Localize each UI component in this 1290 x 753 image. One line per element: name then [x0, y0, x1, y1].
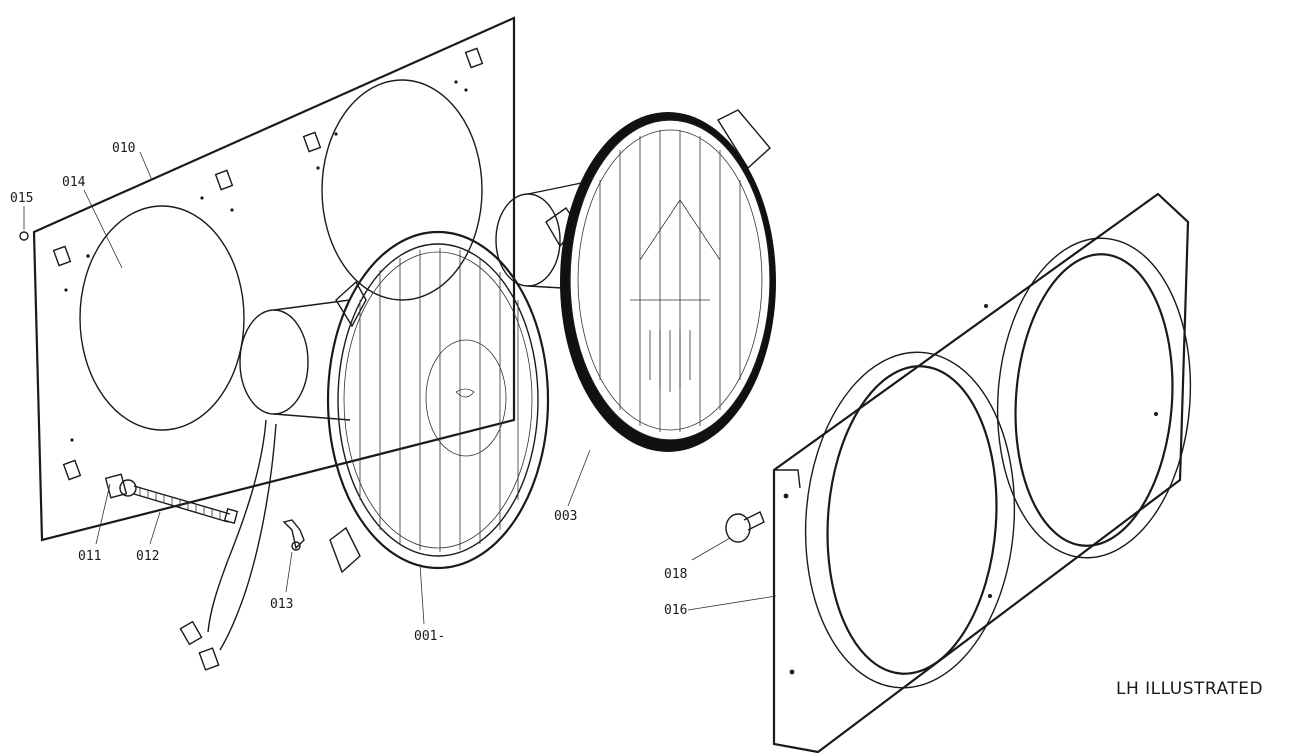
bezel	[772, 192, 1192, 753]
push-fastener	[725, 511, 765, 543]
label-016: 016	[664, 603, 687, 618]
label-011: 011	[78, 549, 101, 564]
label-010: 010	[112, 141, 135, 156]
headlamp-unit-right	[495, 109, 776, 452]
leader-lines	[23, 151, 777, 625]
spring-clip	[282, 519, 305, 551]
caption-lh-illustrated: LH ILLUSTRATED	[1116, 679, 1263, 699]
screw-015	[19, 231, 29, 241]
label-015: 015	[10, 191, 33, 206]
label-013: 013	[270, 597, 293, 612]
label-014: 014	[62, 175, 86, 190]
label-001: 001-	[414, 629, 445, 644]
wiring-harness	[179, 419, 277, 671]
label-012: 012	[136, 549, 159, 564]
headlamp-unit-left	[239, 230, 550, 574]
label-018: 018	[664, 567, 687, 582]
mounting-panel	[32, 16, 516, 542]
label-003: 003	[554, 509, 577, 524]
adjuster-screw	[104, 473, 239, 524]
